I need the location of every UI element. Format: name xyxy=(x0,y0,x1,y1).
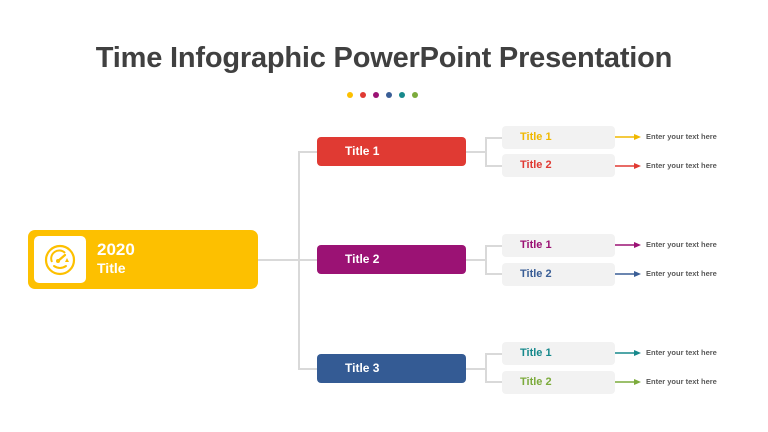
speedometer-icon xyxy=(44,244,76,275)
icon-box xyxy=(34,236,86,283)
note-text: Enter your text here xyxy=(646,132,717,141)
connector-mid-3 xyxy=(466,368,486,370)
arrow-icon xyxy=(615,379,641,385)
connector-leaf-trunk-1 xyxy=(485,137,487,166)
leaf-3-2: Title 2 xyxy=(502,371,615,394)
arrow-icon xyxy=(615,242,641,248)
connector-branch-3 xyxy=(298,368,317,370)
connector-leaf-1a xyxy=(485,137,502,139)
connector-mid-1 xyxy=(466,151,486,153)
connector-leaf-2a xyxy=(485,245,502,247)
note-text: Enter your text here xyxy=(646,269,717,278)
root-title: Title xyxy=(97,260,126,276)
connector-branch-1 xyxy=(298,151,317,153)
arrow-icon xyxy=(615,271,641,277)
dot-2 xyxy=(360,92,366,98)
leaf-1-2: Title 2 xyxy=(502,154,615,177)
note-text: Enter your text here xyxy=(646,240,717,249)
connector-mid-2 xyxy=(466,259,486,261)
dot-3 xyxy=(373,92,379,98)
root-year: 2020 xyxy=(97,240,135,259)
leaf-3-1: Title 1 xyxy=(502,342,615,365)
branch-node-2: Title 2 xyxy=(317,245,466,274)
slide-title: Time Infographic PowerPoint Presentation xyxy=(95,42,673,74)
dot-1 xyxy=(347,92,353,98)
connector-leaf-3a xyxy=(485,353,502,355)
arrow-icon xyxy=(615,163,641,169)
note-text: Enter your text here xyxy=(646,377,717,386)
connector-root xyxy=(258,259,317,261)
note-text: Enter your text here xyxy=(646,348,717,357)
leaf-1-1: Title 1 xyxy=(502,126,615,149)
dot-4 xyxy=(386,92,392,98)
connector-leaf-2b xyxy=(485,273,502,275)
connector-leaf-trunk-2 xyxy=(485,245,487,274)
root-node: 2020 Title xyxy=(28,230,258,289)
note-text: Enter your text here xyxy=(646,161,717,170)
color-dots xyxy=(347,92,418,98)
connector-leaf-trunk-3 xyxy=(485,353,487,382)
dot-5 xyxy=(399,92,405,98)
connector-leaf-1b xyxy=(485,165,502,167)
connector-trunk xyxy=(298,151,300,369)
connector-leaf-3b xyxy=(485,381,502,383)
arrow-icon xyxy=(615,134,641,140)
leaf-2-2: Title 2 xyxy=(502,263,615,286)
branch-node-1: Title 1 xyxy=(317,137,466,166)
branch-node-3: Title 3 xyxy=(317,354,466,383)
arrow-icon xyxy=(615,350,641,356)
leaf-2-1: Title 1 xyxy=(502,234,615,257)
dot-6 xyxy=(412,92,418,98)
